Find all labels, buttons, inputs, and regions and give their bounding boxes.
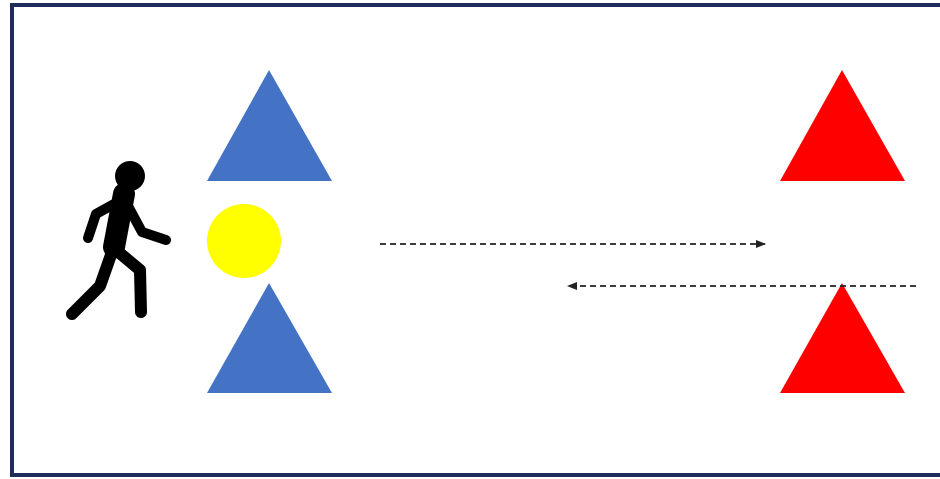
person-walking-icon [66,161,171,320]
turn-cone-bottom [780,283,905,393]
ball-icon [207,204,281,278]
turn-cone-top [780,70,905,181]
field-frame [10,3,940,477]
start-cone-bottom [207,283,332,393]
start-cone-top [207,70,332,181]
